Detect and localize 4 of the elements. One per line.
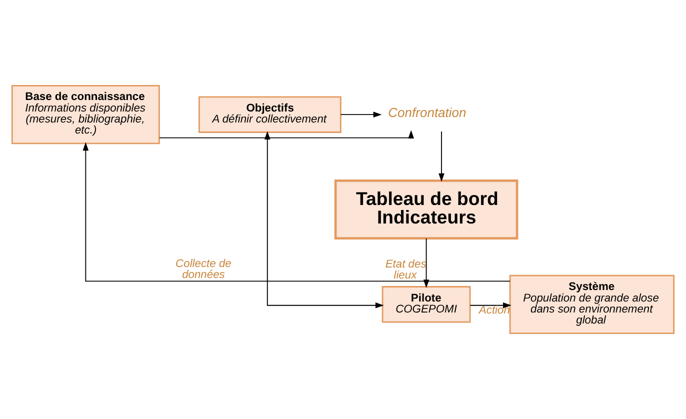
edge-label: Action (478, 304, 510, 316)
node-text: Confrontation (388, 105, 466, 120)
edge-label: Collecte de données (176, 258, 232, 281)
edge-label: Etat des lieux (385, 258, 426, 282)
